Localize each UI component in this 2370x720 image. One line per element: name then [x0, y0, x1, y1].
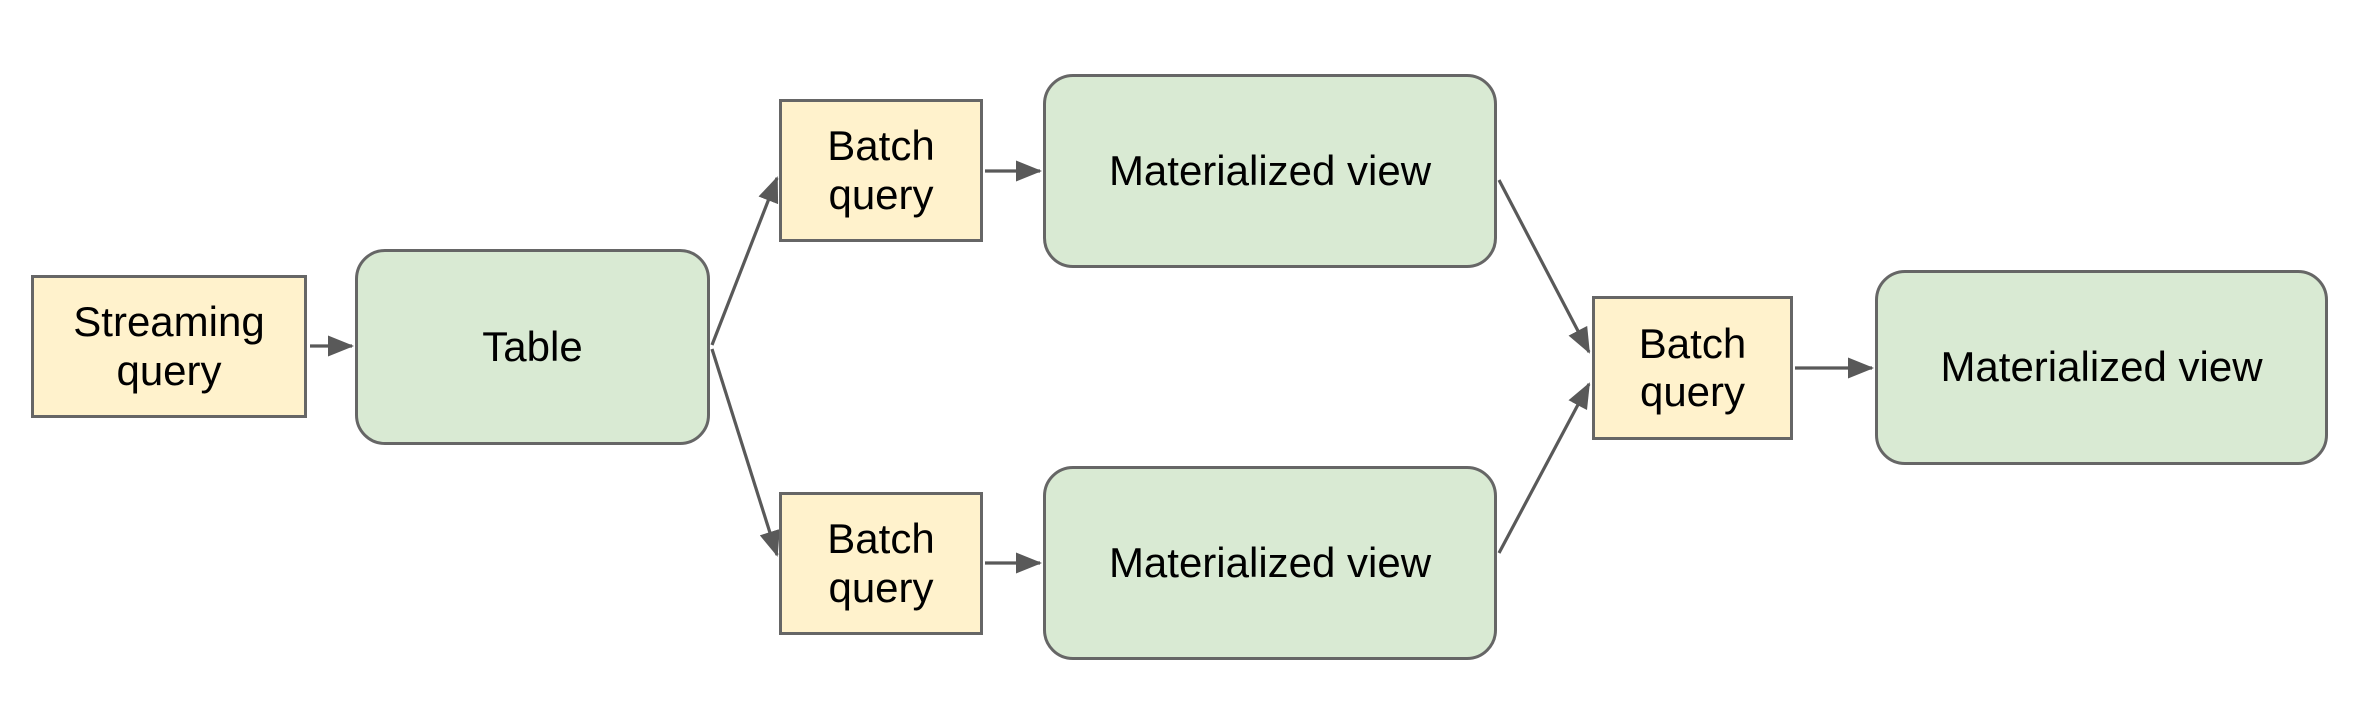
node-materialized-view-bottom: Materialized view: [1043, 466, 1497, 660]
node-streaming-query: Streaming query: [31, 275, 307, 418]
node-materialized-view-right: Materialized view: [1875, 270, 2328, 465]
node-label: Materialized view: [1940, 343, 2263, 391]
node-batch-query-bottom: Batch query: [779, 492, 983, 635]
arrow-table-to-batch-query-top: [710, 176, 779, 346]
node-label: Batch query: [827, 515, 935, 611]
node-label: Materialized view: [1108, 538, 1432, 586]
node-table: Table: [355, 249, 710, 445]
node-label: Materialized view: [1108, 146, 1432, 194]
node-batch-query-right: Batch query: [1592, 296, 1793, 440]
node-label: Batch query: [827, 122, 935, 218]
arrow-materialized-view-top-to-batch-query-right: [1497, 179, 1591, 354]
node-label: Streaming query: [73, 298, 265, 394]
node-label: Batch query: [1638, 319, 1747, 415]
node-batch-query-top: Batch query: [779, 99, 983, 242]
arrow-table-to-batch-query-bottom: [710, 348, 780, 557]
arrow-materialized-view-bottom-to-batch-query-right: [1497, 382, 1591, 554]
node-materialized-view-top: Materialized view: [1043, 74, 1497, 268]
node-label: Table: [482, 322, 583, 370]
